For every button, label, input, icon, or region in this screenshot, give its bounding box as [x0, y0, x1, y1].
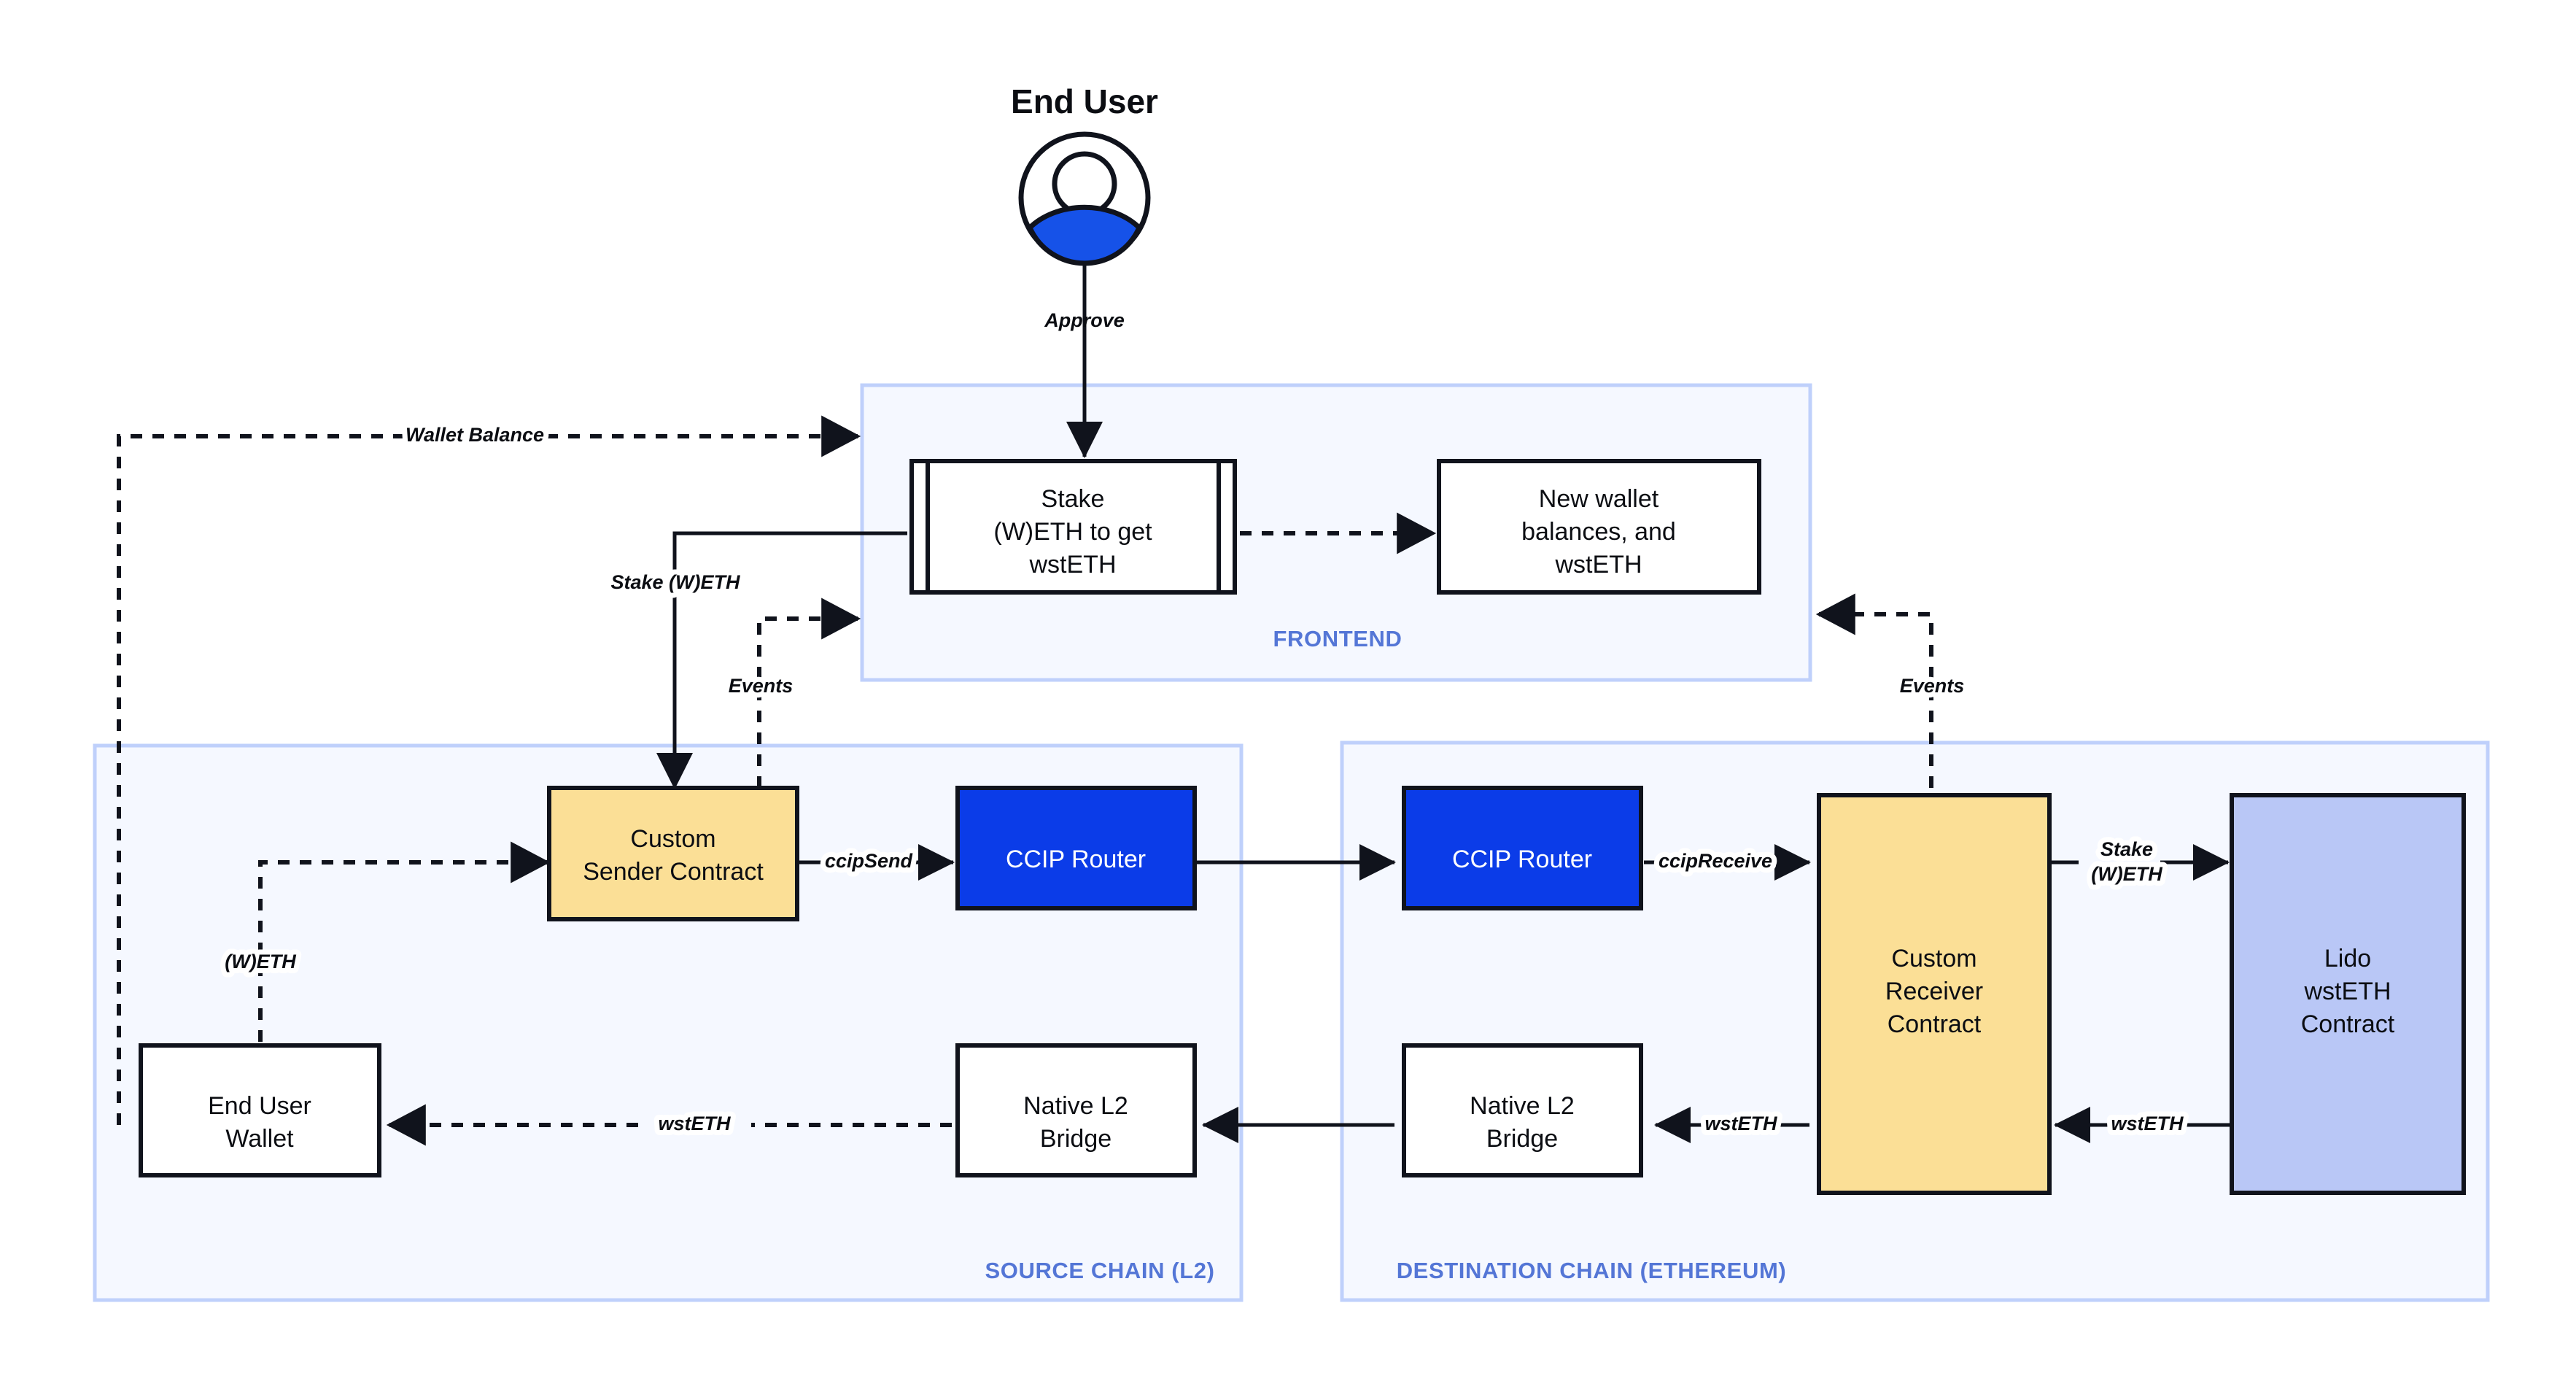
node-label: wstETH: [1555, 551, 1642, 579]
node-label: (W)ETH to get: [993, 518, 1152, 546]
node-label: balances, and: [1521, 518, 1676, 546]
node-lido-wsteth-contract[interactable]: Lido wstETH Contract: [2230, 793, 2466, 1195]
edge-label-wsteth-receiver-bridge: wstETH: [1704, 1113, 1777, 1134]
node-label: Native L2: [1470, 1092, 1575, 1120]
group-label-frontend: FRONTEND: [1273, 626, 1402, 651]
node-new-balances[interactable]: New wallet balances, and wstETH: [1437, 459, 1761, 595]
node-label: Custom: [630, 825, 715, 853]
user-body-icon: [1026, 204, 1143, 266]
node-label: Contract: [1888, 1010, 1982, 1038]
node-native-l2-bridge-source[interactable]: Native L2 Bridge: [955, 1043, 1197, 1177]
edge-weth: [258, 841, 551, 1042]
node-label: Receiver: [1885, 978, 1983, 1005]
node-label: Custom: [1891, 945, 1976, 972]
node-label: Contract: [2301, 1010, 2395, 1038]
edge-label-wsteth-bridge-wallet: wstETH: [658, 1113, 731, 1134]
node-end-user-wallet[interactable]: End User Wallet: [139, 1043, 381, 1177]
edge-stake-weth: [656, 531, 907, 789]
node-custom-receiver-contract[interactable]: Custom Receiver Contract: [1817, 793, 2052, 1195]
edge-events-destination: [1815, 593, 1933, 788]
edge-label-stake-weth: Stake (W)ETH: [610, 571, 740, 593]
edge-label-weth: (W)ETH: [225, 951, 296, 972]
node-stake-form[interactable]: Stake (W)ETH to get wstETH: [909, 459, 1237, 595]
edge-label-stake-lido-1: Stake: [2100, 838, 2153, 860]
edge-label-ccip-receive: ccipReceive: [1659, 850, 1772, 872]
edge-label-events-source: Events: [729, 675, 794, 697]
edge-label-stake-lido-2: (W)ETH: [2091, 863, 2162, 885]
node-label: Lido: [2324, 945, 2371, 972]
edge-label-wsteth-lido: wstETH: [2111, 1113, 2184, 1134]
group-label-source-chain: SOURCE CHAIN (L2): [985, 1258, 1214, 1283]
node-ccip-router-source[interactable]: CCIP Router: [955, 786, 1197, 910]
node-ccip-router-destination[interactable]: CCIP Router: [1402, 786, 1643, 910]
node-label: Bridge: [1486, 1125, 1558, 1153]
node-label: Stake: [1041, 485, 1105, 513]
node-label: End User: [208, 1092, 311, 1120]
node-custom-sender-contract[interactable]: Custom Sender Contract: [547, 786, 799, 921]
node-label: New wallet: [1539, 485, 1659, 513]
end-user-actor: [1018, 131, 1151, 266]
node-label: wstETH: [2304, 978, 2391, 1005]
node-label: Sender Contract: [583, 858, 764, 886]
node-label: CCIP Router: [1452, 846, 1592, 873]
group-label-destination-chain: DESTINATION CHAIN (ETHEREUM): [1397, 1258, 1787, 1283]
node-label: Bridge: [1040, 1125, 1112, 1153]
edge-wallet-balance: [117, 415, 861, 1125]
node-label: Wallet: [225, 1125, 294, 1153]
edge-label-wallet-balance: Wallet Balance: [406, 424, 544, 446]
node-label: Native L2: [1023, 1092, 1128, 1120]
edge-label-approve: Approve: [1044, 309, 1125, 331]
edge-label-ccip-send: ccipSend: [825, 850, 913, 872]
node-native-l2-bridge-destination[interactable]: Native L2 Bridge: [1402, 1043, 1643, 1177]
node-label: CCIP Router: [1006, 846, 1146, 873]
node-label: wstETH: [1029, 551, 1117, 579]
page-title: End User: [1011, 82, 1158, 120]
edge-label-events-destination: Events: [1900, 675, 1965, 697]
